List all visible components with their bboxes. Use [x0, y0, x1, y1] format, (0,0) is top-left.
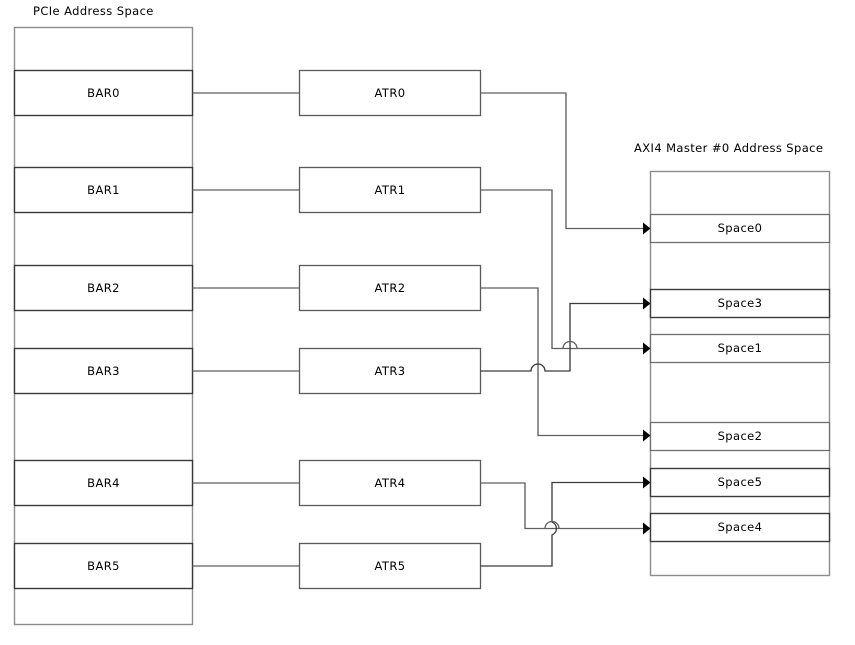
route-atr1-to-space1 — [480, 189, 651, 355]
space-slot-5-label: Space4 — [718, 520, 763, 534]
space-slot-2-box — [649, 333, 831, 364]
bar-slot-2-box — [13, 264, 194, 312]
atr-box-4-label: ATR4 — [375, 476, 406, 490]
arrowhead-space4 — [643, 522, 651, 535]
space-slot-0-label: Space0 — [718, 221, 763, 235]
route-hop-atr4-over-atr5 — [544, 520, 560, 529]
route-atr3-to-space3 — [480, 297, 651, 372]
pcie-address-space-panel — [13, 26, 194, 626]
space-slot-4[interactable]: Space5 — [649, 467, 831, 498]
bar-slot-0-label: BAR0 — [87, 86, 120, 100]
route-atr0-to-space0 — [480, 92, 651, 235]
route-atr4-to-space5 — [480, 482, 651, 535]
atr-box-2[interactable]: ATR2 — [298, 264, 482, 312]
arrowhead-space5 — [643, 476, 651, 489]
atr-box-4[interactable]: ATR4 — [298, 459, 482, 507]
bar-slot-3-label: BAR3 — [87, 364, 120, 378]
atr-box-0[interactable]: ATR0 — [298, 69, 482, 117]
arrowhead-space3 — [643, 297, 651, 310]
bar-slot-5-box — [13, 542, 194, 590]
space-slot-4-label: Space5 — [718, 475, 763, 489]
space-slot-2[interactable]: Space1 — [649, 333, 831, 364]
space-slot-3-label: Space2 — [718, 429, 763, 443]
bar-slot-5[interactable]: BAR5 — [13, 542, 194, 590]
atr-box-5[interactable]: ATR5 — [298, 542, 482, 590]
space-slot-3[interactable]: Space2 — [649, 421, 831, 452]
space-slot-2-label: Space1 — [718, 341, 763, 355]
arrowhead-space0 — [643, 222, 651, 235]
bar-slot-4[interactable]: BAR4 — [13, 459, 194, 507]
atr-box-2-label: ATR2 — [375, 281, 406, 295]
bar-slot-4-label: BAR4 — [87, 476, 120, 490]
atr-box-5-rect — [298, 542, 482, 590]
atr-box-0-rect — [298, 69, 482, 117]
atr-box-5-label: ATR5 — [375, 559, 406, 573]
bar-slot-2-label: BAR2 — [87, 281, 120, 295]
bar-slot-1-box — [13, 166, 194, 214]
left-panel-title: PCIe Address Space — [33, 4, 154, 18]
bar-slot-3[interactable]: BAR3 — [13, 347, 194, 395]
bar-slot-1-label: BAR1 — [87, 183, 120, 197]
atr-box-3[interactable]: ATR3 — [298, 347, 482, 395]
space-slot-4-box — [649, 467, 831, 498]
atr-box-3-rect — [298, 347, 482, 395]
arrowhead-space1 — [643, 342, 651, 355]
right-panel-title: AXI4 Master #0 Address Space — [634, 141, 823, 155]
arrowhead-space2 — [643, 429, 651, 442]
space-slot-5[interactable]: Space4 — [649, 512, 831, 543]
space-slot-0[interactable]: Space0 — [649, 213, 831, 244]
bar-slot-4-box — [13, 459, 194, 507]
space-slot-5-box — [649, 512, 831, 543]
bar-slot-1[interactable]: BAR1 — [13, 166, 194, 214]
route-atr5-to-space4 — [480, 476, 651, 567]
route-hop-atr1-over-atr3 — [562, 340, 578, 349]
atr-box-3-label: ATR3 — [375, 364, 406, 378]
space-slot-0-box — [649, 213, 831, 244]
atr-box-1-label: ATR1 — [375, 183, 406, 197]
bar-slot-0[interactable]: BAR0 — [13, 69, 194, 117]
bar-slot-2[interactable]: BAR2 — [13, 264, 194, 312]
bar-slot-5-label: BAR5 — [87, 559, 120, 573]
space-slot-1-label: Space3 — [718, 296, 763, 310]
route-atr2-to-space2 — [480, 287, 651, 442]
space-slot-1-box — [649, 288, 831, 319]
atr-box-1[interactable]: ATR1 — [298, 166, 482, 214]
atr-box-0-label: ATR0 — [375, 86, 406, 100]
space-slot-3-box — [649, 421, 831, 452]
space-slot-1[interactable]: Space3 — [649, 288, 831, 319]
bar-slot-0-box — [13, 69, 194, 117]
